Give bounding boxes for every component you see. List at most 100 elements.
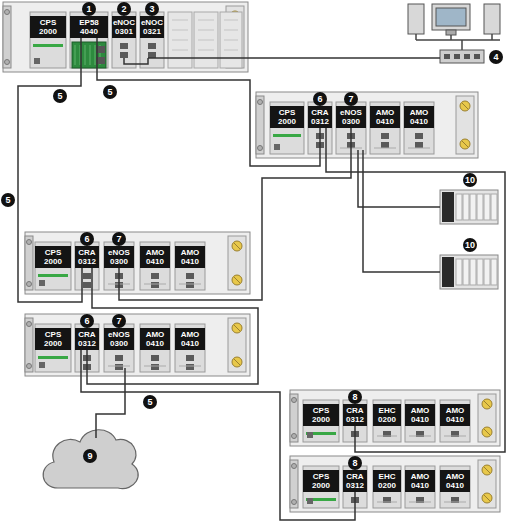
module-label: CPS 2000: [35, 328, 71, 350]
island-slice: [491, 259, 497, 285]
module-name: AMO 0410: [446, 472, 465, 490]
module-vent: [144, 284, 166, 285]
module-name: CRA 0312: [346, 406, 364, 424]
rack-backplane: [256, 92, 478, 158]
module-body: [270, 102, 304, 154]
module-body: [405, 400, 435, 442]
module-label: CRA 0312: [343, 470, 367, 492]
callout-number: 7: [112, 232, 126, 246]
empty-slot: [194, 12, 218, 68]
rack-drawing: [25, 232, 250, 294]
module-name: AMO 0410: [146, 330, 165, 348]
slot-rib: [172, 50, 188, 51]
ethernet-cable: [119, 128, 351, 300]
module-body: [35, 242, 71, 290]
power-terminal: [39, 280, 45, 286]
module-body: [440, 466, 470, 508]
module-vent: [409, 502, 431, 503]
callout-number: 7: [112, 314, 126, 328]
power-terminal: [34, 58, 40, 64]
ethernet-cable: [416, 39, 432, 41]
module-name: eNOC 0301: [113, 18, 135, 36]
ethernet-switch: [440, 50, 484, 63]
module-label: CPS 2000: [303, 470, 339, 492]
switch-port: [454, 54, 460, 59]
module-name: eNOS 0300: [340, 108, 362, 126]
rack-screw: [292, 434, 297, 439]
module-body: [405, 466, 435, 508]
rack-end-plate: [228, 318, 246, 372]
rack-screw: [292, 398, 297, 403]
callout-number: 9: [83, 449, 97, 463]
module-name: AMO 0410: [410, 108, 429, 126]
module-label: AMO 0410: [370, 106, 400, 128]
module-body: [75, 242, 99, 290]
ethernet-port: [115, 355, 123, 361]
screw-slot: [484, 495, 490, 501]
module-name: EP58 4040: [79, 18, 99, 36]
module-label: CRA 0312: [308, 106, 332, 128]
module-name: CPS 2000: [39, 18, 57, 36]
pc-tower: [408, 4, 424, 34]
rack-screw: [27, 322, 32, 327]
pc-tower: [484, 4, 500, 34]
module-body: [370, 102, 400, 154]
switch-port: [474, 54, 480, 59]
board-trace: [75, 45, 76, 65]
module-name: CRA 0312: [346, 472, 364, 490]
callout-number: 10: [463, 173, 477, 187]
ethernet-cable: [358, 150, 440, 207]
module-label: CRA 0312: [75, 328, 99, 350]
callout-number: 6: [313, 92, 327, 106]
ethernet-port: [415, 133, 423, 139]
module-name: EHC 0200: [378, 472, 396, 490]
callout-number: 7: [344, 92, 358, 106]
module-label: AMO 0410: [405, 404, 435, 426]
slot-rib: [172, 30, 188, 31]
ethernet-cable: [461, 40, 463, 50]
screw-slot: [234, 277, 240, 283]
rack-end-plate: [456, 96, 474, 154]
slot-rib: [198, 50, 214, 51]
module-label: AMO 0410: [404, 106, 434, 128]
module-label: EHC 0200: [373, 470, 401, 492]
rack-backplane: [290, 390, 500, 446]
rack-backplane: [25, 232, 250, 294]
ethernet-port: [186, 273, 194, 279]
rack-screw: [27, 282, 32, 287]
slot-rib: [224, 40, 238, 41]
module-name: AMO 0410: [411, 406, 430, 424]
board-trace: [90, 45, 91, 65]
mounting-screw: [460, 101, 470, 111]
module-vent: [377, 502, 397, 503]
module-body: [104, 324, 134, 372]
slot-rib: [224, 50, 238, 51]
module-label: eNOS 0300: [336, 106, 366, 128]
callout-number: 8: [348, 456, 362, 470]
rack-end-plate: [478, 394, 496, 442]
ethernet-port: [151, 355, 159, 361]
module-name: AMO 0410: [146, 248, 165, 266]
slot-rib: [198, 30, 214, 31]
island-slice: [463, 259, 469, 285]
module-label: CRA 0312: [343, 404, 367, 426]
module-body: [140, 12, 164, 68]
rack-drawing: [3, 2, 248, 72]
screw-slot: [484, 467, 490, 473]
module-label: eNOS 0300: [104, 328, 134, 350]
module-vent: [408, 148, 430, 149]
screw-slot: [462, 103, 468, 109]
module-name: CRA 0312: [311, 108, 329, 126]
rack-end-plate: [290, 460, 298, 508]
callout-number: 5: [53, 89, 67, 103]
module-vent: [444, 436, 466, 437]
rack-drawing: [256, 92, 478, 158]
module-body: [303, 466, 339, 508]
callout-number: 2: [117, 2, 131, 16]
callout-number: 6: [80, 314, 94, 328]
callout-number: 5: [103, 85, 117, 99]
island-slice: [470, 259, 476, 285]
io-island: [440, 190, 498, 224]
rack-screw: [292, 464, 297, 469]
network-devices: [43, 4, 500, 489]
